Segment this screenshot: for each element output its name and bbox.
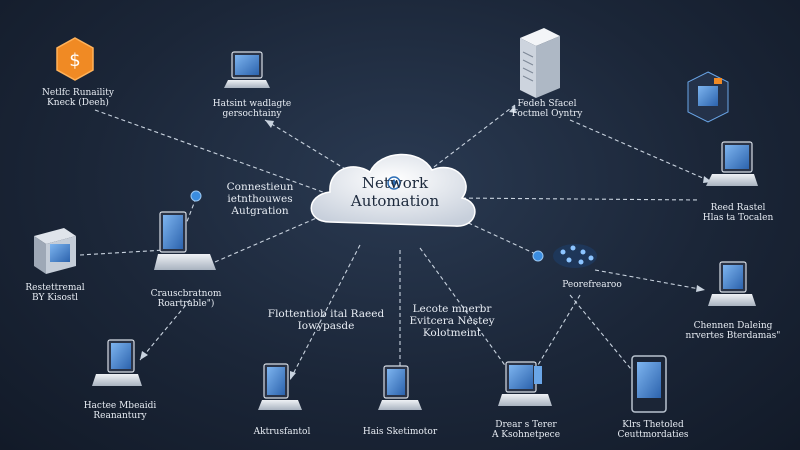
label-center-left: Flottentiob ital Raeed Iowypasde bbox=[268, 308, 384, 332]
label-line: ietnthouwes bbox=[227, 193, 293, 205]
link-top-right bbox=[569, 119, 713, 183]
label-line: nrvertes Bterdamas" bbox=[685, 331, 781, 341]
label-line: Connestieun bbox=[226, 181, 294, 193]
laptop-icon bbox=[706, 141, 758, 186]
server-icon bbox=[520, 28, 560, 98]
label-lower-left: Hactee Mbeaidi Reanantury bbox=[84, 401, 157, 421]
monitor-device-icon bbox=[631, 355, 667, 413]
label-bottom-3: Drear s Terer A Ksohnetpece bbox=[492, 420, 560, 440]
link-bottom-1 bbox=[289, 244, 361, 381]
label-line: Ceuttmordaties bbox=[617, 430, 689, 440]
link-hex bbox=[94, 109, 346, 201]
label-line: A Ksohnetpece bbox=[491, 430, 561, 440]
cloud-logo-icon bbox=[387, 176, 401, 190]
cloud-title-line: Automation bbox=[350, 192, 440, 210]
label-bottom-1: Aktrusfantol bbox=[254, 427, 311, 437]
label-line: Reed Rastel bbox=[710, 203, 766, 213]
label-line: Hactee Mbeaidi bbox=[83, 401, 157, 411]
label-line: Roartrable") bbox=[157, 299, 215, 309]
label-line: Peorefrearoo bbox=[562, 280, 622, 290]
link-right-top-laptop bbox=[454, 197, 701, 201]
label-line: Aktrusfantol bbox=[253, 427, 311, 437]
laptop-icon bbox=[258, 363, 302, 410]
cloud-title: Network Automation bbox=[351, 174, 439, 210]
label-line: Hlas ta Tocalen bbox=[702, 213, 774, 223]
arrowhead bbox=[509, 105, 516, 113]
cube-device-icon bbox=[687, 71, 729, 123]
label-line: Chennen Daleing bbox=[693, 321, 773, 331]
laptop-icon bbox=[378, 365, 422, 410]
arrowhead bbox=[140, 351, 148, 360]
link-bottom-3b bbox=[534, 294, 581, 371]
arrowhead bbox=[696, 285, 705, 292]
label-cluster: Peorefrearoo bbox=[562, 280, 622, 290]
cloud-title-line: Network bbox=[361, 174, 429, 192]
laptop-icon bbox=[224, 51, 270, 88]
arrowhead bbox=[290, 371, 296, 380]
label-line: Klrs Thetoled bbox=[622, 420, 684, 430]
link-mid-left-laptop bbox=[214, 209, 336, 263]
label-center-right: Lecote mnerbr Evitcera Nestey Kolotmeint bbox=[409, 303, 494, 339]
label-line: Netlfc Runaility bbox=[42, 88, 114, 98]
label-top-laptop: Hatsint wadlagte gersochtainy bbox=[213, 99, 291, 119]
link-right-node bbox=[461, 219, 541, 257]
label-line: Reanantury bbox=[93, 411, 147, 421]
label-right-laptop: Chennen Daleing nrvertes Bterdamas" bbox=[686, 321, 781, 341]
laptop-icon bbox=[708, 261, 756, 306]
label-line: Evitcera Nestey bbox=[409, 315, 495, 327]
label-left-device: Restettremal BY Kisostl bbox=[25, 283, 84, 303]
label-server: Fedeh Sfacel Foctmel Oyntry bbox=[512, 99, 583, 119]
link-lower-left bbox=[139, 299, 191, 361]
label-hex-node: Netlfc Runaility Kneck (Deeh) bbox=[42, 88, 114, 108]
node-dot-left bbox=[190, 190, 202, 202]
arrowhead bbox=[265, 120, 274, 128]
label-line: Hais Sketimotor bbox=[362, 427, 438, 437]
svg-text:$: $ bbox=[69, 50, 80, 71]
label-line: Autgration bbox=[231, 205, 289, 217]
label-bottom-2: Hais Sketimotor bbox=[363, 427, 437, 437]
link-node-right-laptop bbox=[594, 269, 706, 291]
label-line: Kolotmeint bbox=[422, 327, 482, 339]
label-line: Foctmel Oyntry bbox=[511, 109, 583, 119]
laptop-icon bbox=[154, 211, 216, 270]
link-bottom-3 bbox=[419, 247, 513, 376]
label-line: Flottentiob ital Raeed bbox=[267, 308, 385, 320]
node-dot-right bbox=[532, 250, 544, 262]
network-cluster-icon bbox=[553, 244, 597, 268]
laptop-icon bbox=[498, 361, 552, 406]
label-line: gersochtainy bbox=[222, 109, 282, 119]
link-server bbox=[429, 104, 516, 171]
label-line: Hatsint wadlagte bbox=[212, 99, 292, 109]
label-line: Lecote mnerbr bbox=[412, 303, 492, 315]
label-line: Iowypasde bbox=[297, 320, 355, 332]
label-line: Drear s Terer bbox=[495, 420, 557, 430]
desktop-device-icon bbox=[34, 228, 76, 274]
label-mid-left-laptop: Crauscbratnom Roartrable") bbox=[151, 289, 222, 309]
label-line: Kneck (Deeh) bbox=[47, 98, 109, 108]
link-left-device bbox=[79, 249, 166, 256]
label-line: Fedeh Sfacel bbox=[517, 99, 577, 109]
label-line: Crauscbratnom bbox=[150, 289, 222, 299]
label-bottom-4: Klrs Thetoled Ceuttmordaties bbox=[617, 420, 688, 440]
hexagon-dollar-icon: $ bbox=[56, 37, 94, 81]
label-right-top-laptop: Reed Rastel Hlas ta Tocalen bbox=[703, 203, 774, 223]
cloud bbox=[310, 153, 476, 227]
link-bottom-4 bbox=[569, 294, 641, 381]
label-connection: Connestieun ietnthouwes Autgration bbox=[227, 181, 294, 217]
laptop-icon bbox=[92, 339, 142, 386]
label-line: BY Kisostl bbox=[31, 293, 78, 303]
label-line: Restettremal bbox=[25, 283, 85, 293]
